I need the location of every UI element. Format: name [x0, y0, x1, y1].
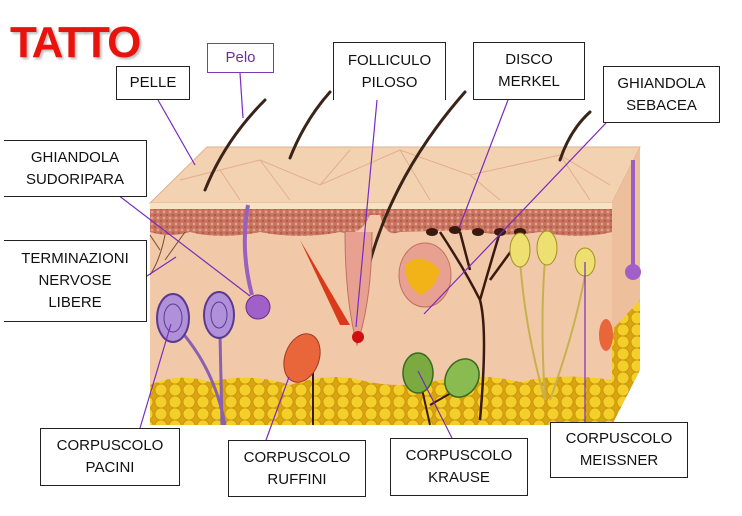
arrector-muscle: [300, 240, 350, 325]
label-text: MEISSNER: [579, 452, 659, 469]
pointer-terminazioni: [146, 256, 177, 277]
pointer-merkel: [458, 99, 509, 229]
label-text: CORPUSCOLO: [565, 430, 673, 447]
pacini-corpuscles: [156, 291, 235, 426]
fat-layer: [150, 376, 612, 425]
merkel-nerve: [438, 231, 527, 421]
label-disco-merkel: DISCO MERKEL: [473, 42, 585, 100]
label-text: GHIANDOLA: [30, 148, 120, 166]
sweat-duct: [242, 204, 254, 296]
pointer-lines: [117, 72, 607, 441]
page-title: TATTO: [10, 18, 141, 67]
ruffini-corpuscle: [283, 333, 321, 383]
label-pelo: Pelo: [207, 43, 274, 73]
label-corpuscolo-meissner: CORPUSCOLO MEISSNER: [550, 422, 688, 478]
label-text: GHIANDOLA: [617, 74, 706, 92]
hair-follicle: [344, 231, 373, 347]
label-text: TERMINAZIONI: [21, 250, 129, 267]
label-corpuscolo-krause: CORPUSCOLO KRAUSE: [390, 438, 528, 496]
label-text: KRAUSE: [428, 469, 490, 486]
sweat-gland-side: [625, 264, 641, 280]
label-text: CORPUSCOLO: [405, 447, 513, 464]
pointer-pelle: [157, 99, 196, 166]
label-text: CORPUSCOLO: [243, 448, 351, 466]
label-text: PACINI: [85, 459, 135, 476]
fat-layer-side: [612, 300, 640, 425]
label-text: NERVOSE: [38, 272, 112, 289]
hair-strand: [203, 98, 267, 192]
hair-strand: [558, 110, 592, 162]
label-terminazioni-nervose-libere: TERMINAZIONI NERVOSE LIBERE: [4, 240, 147, 322]
label-text: LIBERE: [48, 294, 102, 311]
hair-bulb: [352, 331, 364, 343]
label-text: SEBACEA: [626, 96, 697, 114]
sebaceous-gland-core: [405, 258, 440, 295]
pointer-follicolo: [355, 99, 378, 328]
label-corpuscolo-ruffini: CORPUSCOLO RUFFINI: [228, 440, 366, 497]
pointer-sudoripara: [117, 194, 251, 297]
krause-corpuscles: [402, 352, 480, 426]
stratum-corneum: [150, 203, 612, 209]
label-corpuscolo-pacini: CORPUSCOLO PACINI: [40, 428, 180, 486]
ruffini-corpuscle-side: [599, 319, 613, 351]
label-ghiandola-sudoripara: GHIANDOLA SUDORIPARA: [4, 140, 147, 197]
pointer-sebacea: [423, 122, 607, 315]
label-follicolo-piloso: FOLLICULO PILOSO: [333, 42, 446, 100]
label-text: MERKEL: [498, 73, 560, 90]
skin-surface-lines: [179, 149, 611, 201]
label-ghiandola-sebacea: GHIANDOLA SEBACEA: [603, 66, 720, 123]
pointer-ruffini: [265, 376, 290, 441]
pointer-pelo: [239, 72, 244, 119]
pointer-krause: [417, 370, 453, 439]
label-text: RUFFINI: [267, 470, 327, 488]
label-text: PILOSO: [361, 73, 418, 91]
label-text: DISCO: [505, 51, 553, 68]
pointer-pacini: [139, 323, 172, 429]
sweat-gland: [245, 294, 271, 320]
label-text: CORPUSCOLO: [56, 437, 164, 454]
hair-strand: [288, 90, 332, 160]
label-text: Pelo: [225, 49, 256, 66]
label-pelle: PELLE: [116, 66, 190, 100]
label-text: FOLLICULO: [347, 51, 432, 69]
label-text: PELLE: [129, 74, 177, 91]
label-text: SUDORIPARA: [25, 170, 125, 188]
